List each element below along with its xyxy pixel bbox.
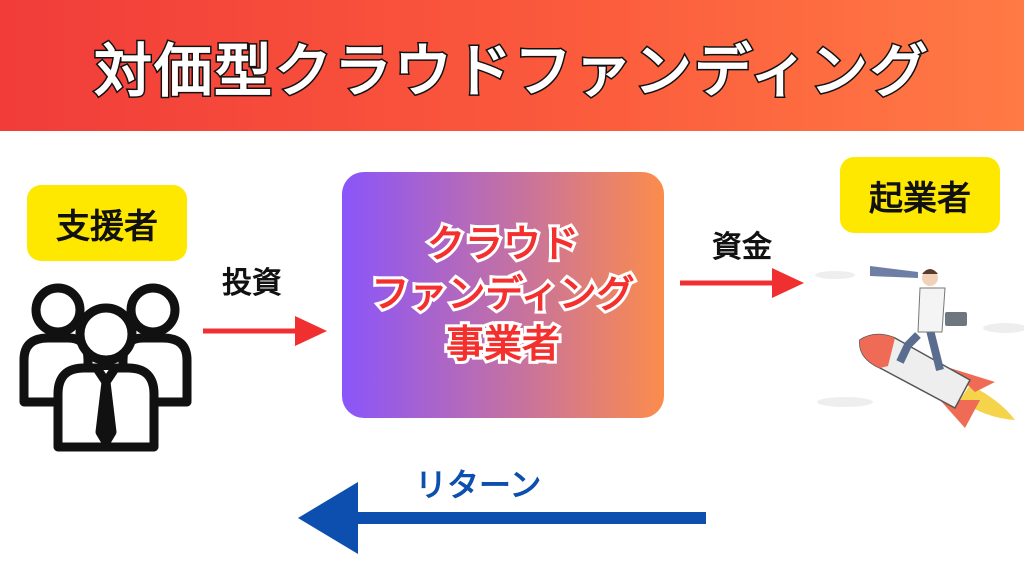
page-title: 対価型クラウドファンディング (93, 35, 930, 106)
invest-label: 投資 (222, 266, 282, 301)
crowdfunding-operator-box: クラウド ファンディング 事業者 (342, 172, 664, 418)
supporter-label: 支援者 (27, 185, 187, 261)
rocket-businessman-illustration (815, 266, 1024, 428)
return-arrow (298, 482, 706, 554)
invest-arrow (203, 316, 327, 346)
entrepreneur-label: 起業者 (840, 157, 1000, 233)
return-label: リターン (415, 466, 542, 504)
funds-label: 資金 (712, 230, 772, 265)
center-line-1: クラウド (424, 220, 582, 269)
center-line-3: 事業者 (443, 319, 563, 368)
center-line-2: ファンディング (368, 269, 637, 318)
funds-arrow (680, 268, 804, 298)
people-icon (19, 283, 192, 452)
header-banner: 対価型クラウドファンディング (0, 0, 1024, 131)
